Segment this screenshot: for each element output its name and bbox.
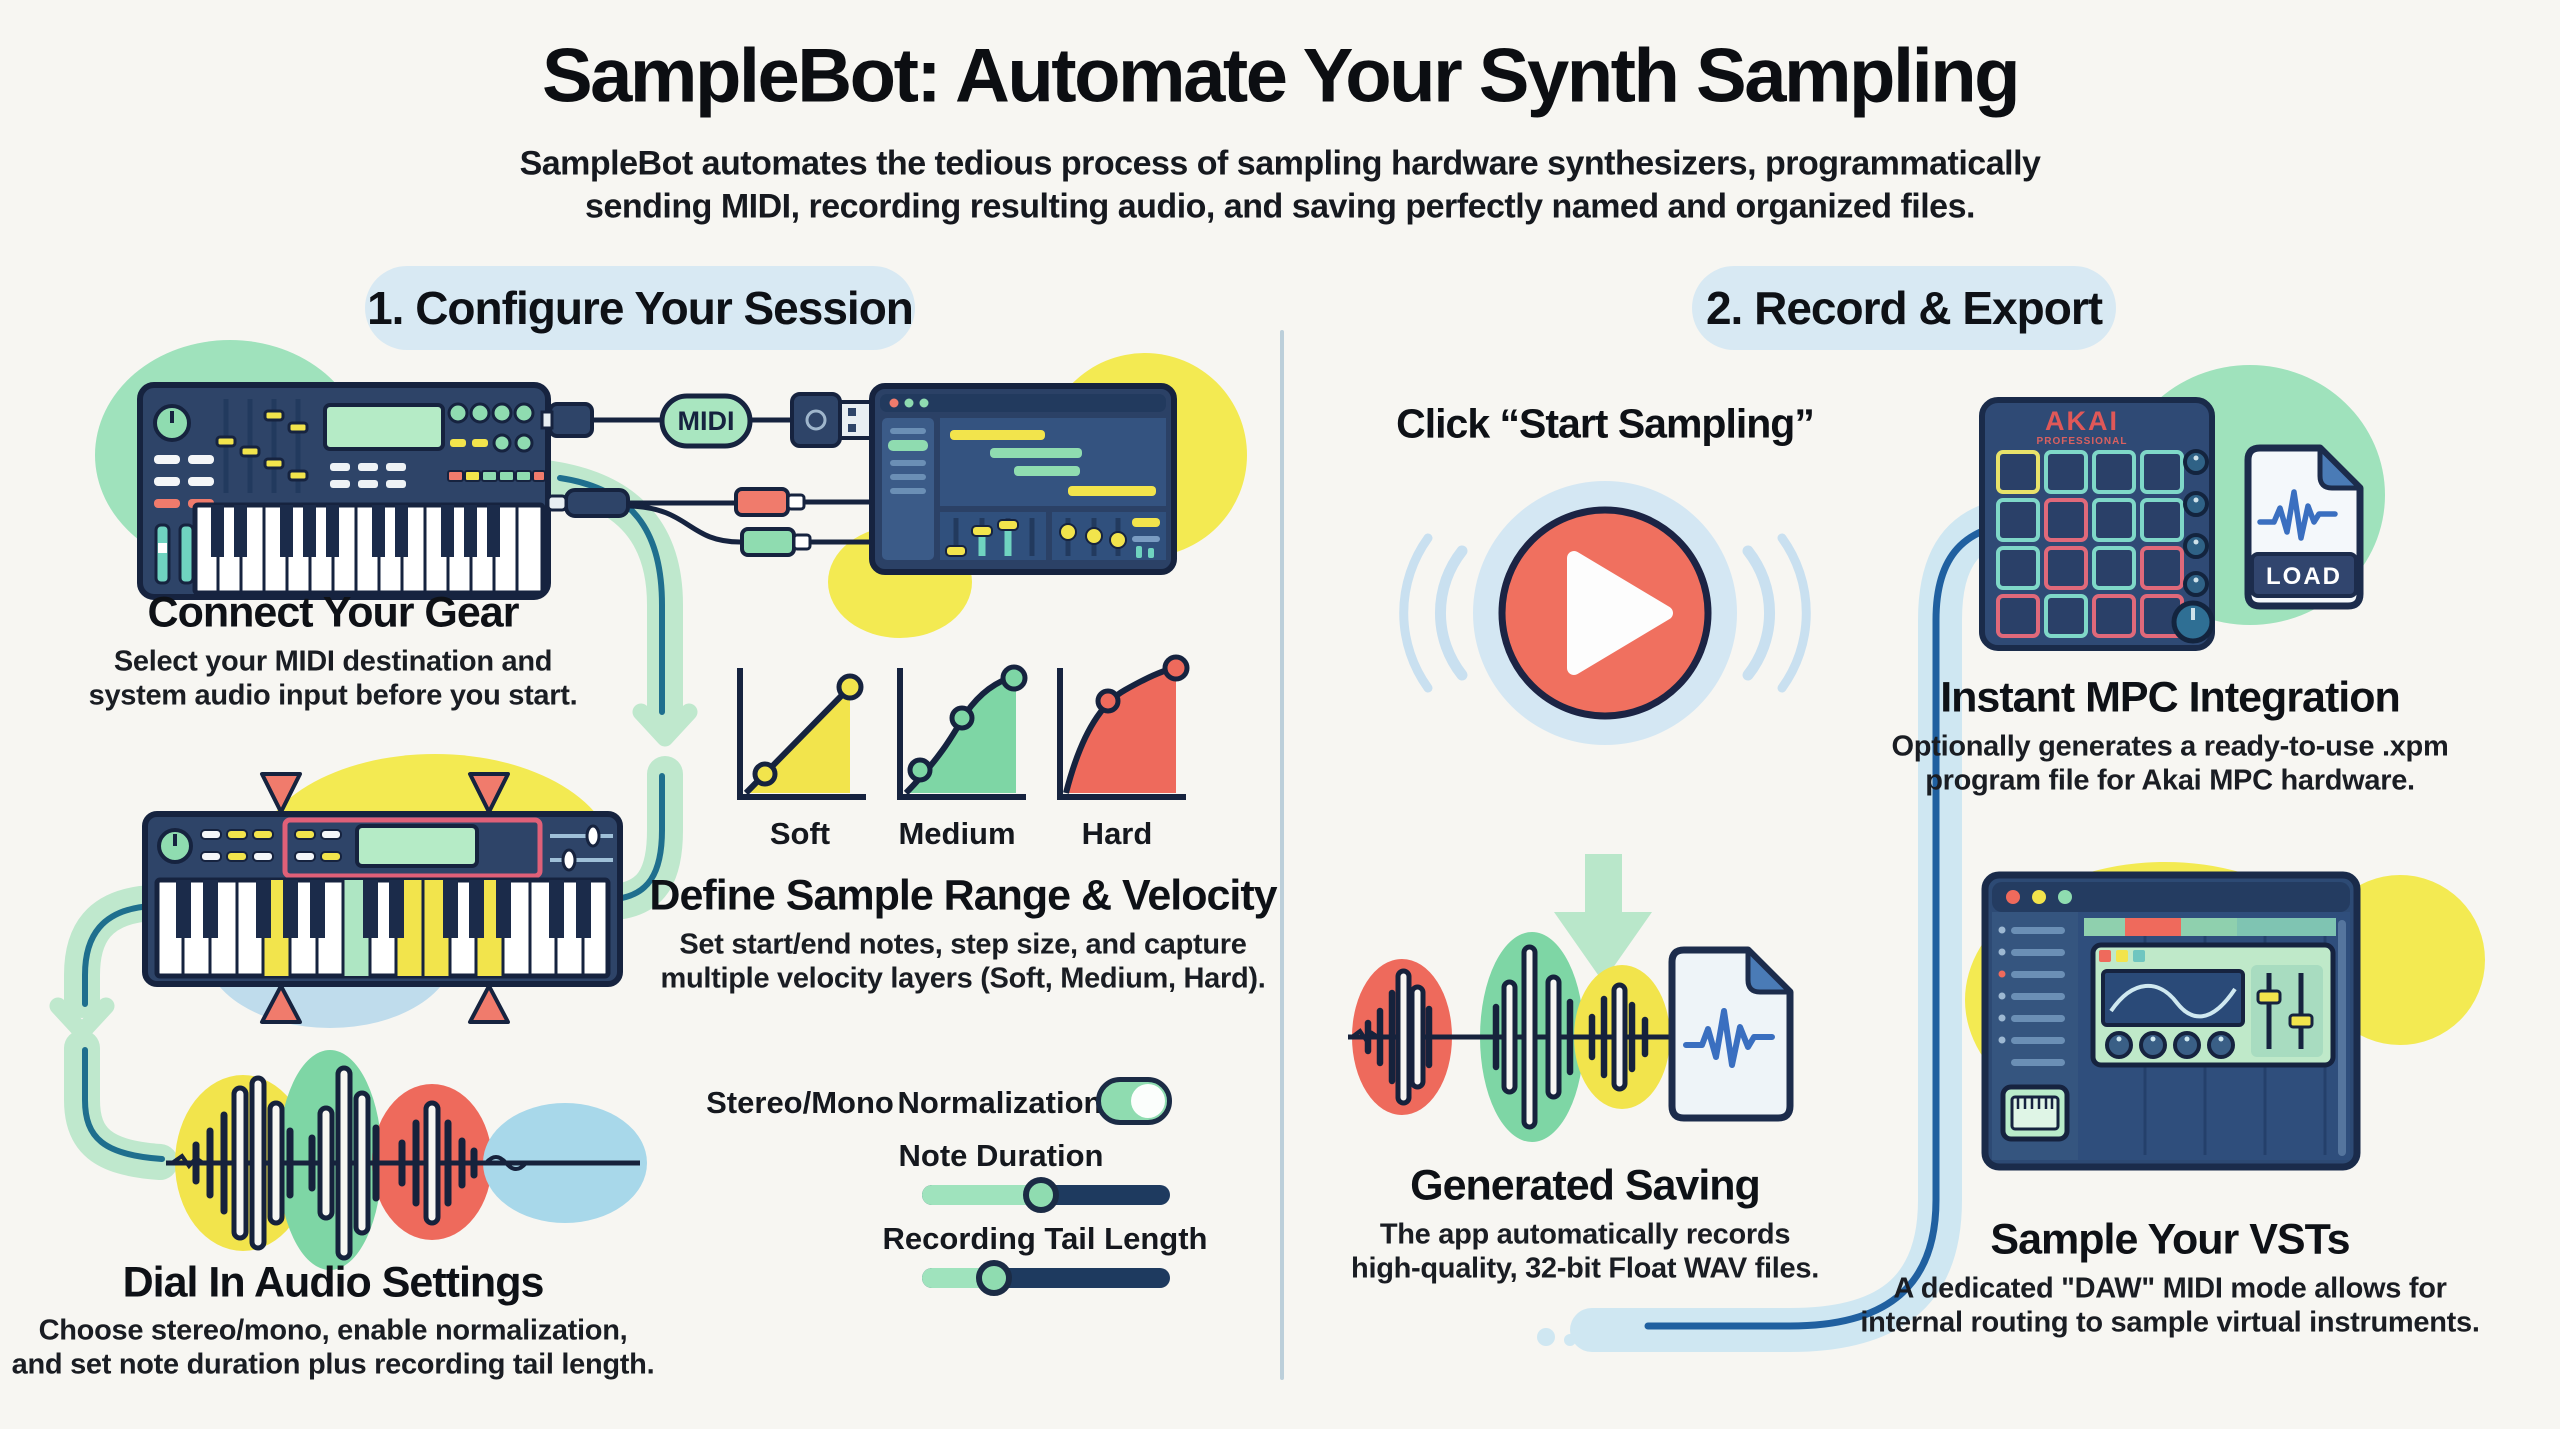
generated-saving-desc-line2: high-quality, 32-bit Float WAV files. — [1351, 1252, 1819, 1285]
velocity-chart-soft — [737, 668, 866, 800]
page-subtitle-line1: SampleBot automates the tedious process … — [519, 144, 2041, 183]
sample-vsts-title: Sample Your VSTs — [1990, 1215, 2350, 1264]
jack-plug-icon — [564, 488, 630, 518]
waveform-illustration — [166, 1050, 647, 1270]
mpc-pads — [1996, 450, 2184, 638]
akai-logo: AKAI — [2045, 406, 2119, 436]
note-duration-slider-thumb[interactable] — [1023, 1177, 1060, 1213]
vst-daw-window-illustration — [1981, 871, 2361, 1171]
audio-settings-desc-line1: Choose stereo/mono, enable normalization… — [38, 1314, 628, 1347]
generated-saving-title: Generated Saving — [1410, 1161, 1761, 1210]
daw-window-illustration — [869, 383, 1177, 575]
mpc-controller-illustration: AKAI PROFESSIONAL — [1979, 397, 2215, 651]
midi-badge — [659, 393, 753, 449]
page-title: SampleBot: Automate Your Synth Sampling — [541, 33, 2021, 119]
connect-gear-desc-line1: Select your MIDI destination and — [113, 645, 553, 678]
generated-saving-desc-line1: The app automatically records — [1379, 1218, 1791, 1251]
stereo-mono-label: Stereo/Mono — [706, 1085, 894, 1120]
slider-fill — [922, 1185, 1042, 1205]
start-sampling-title: Click “Start Sampling” — [1396, 400, 1815, 447]
section-2-label: 2. Record & Export — [1705, 282, 2103, 334]
note-duration-label: Note Duration — [898, 1138, 1104, 1173]
sample-vsts-desc-line2: internal routing to sample virtual instr… — [1860, 1306, 2480, 1339]
synth-keyboard-illustration-2 — [142, 811, 623, 987]
velocity-chart-medium — [897, 664, 1028, 800]
mpc-knobs — [2171, 449, 2215, 644]
start-sampling-button[interactable] — [1399, 481, 1811, 745]
midi-badge-label: MIDI — [678, 406, 735, 436]
connect-gear-desc-line2: system audio input before you start. — [88, 679, 578, 712]
rca-plug-green-icon — [740, 527, 875, 557]
velocity-label-hard: Hard — [1081, 816, 1153, 851]
section-divider — [1280, 330, 1284, 1380]
rca-plug-red-icon — [734, 487, 875, 517]
range-marker-top-left — [260, 772, 510, 814]
mpc-integration-desc-line2: program file for Akai MPC hardware. — [1925, 764, 2415, 797]
velocity-chart-hard — [1057, 654, 1190, 800]
velocity-label-soft: Soft — [769, 816, 831, 851]
audio-settings-title: Dial In Audio Settings — [122, 1258, 545, 1307]
section-1-header: 1. Configure Your Session — [365, 266, 915, 350]
midi-mode-icon — [2000, 1084, 2070, 1142]
play-icon — [1567, 551, 1673, 675]
audio-settings-desc-line2: and set note duration plus recording tai… — [11, 1348, 655, 1381]
page-subtitle-line2: sending MIDI, recording resulting audio,… — [585, 187, 1975, 226]
saving-waveform-illustration — [1348, 932, 1672, 1142]
velocity-label-medium: Medium — [898, 816, 1016, 851]
load-file-icon: LOAD — [2244, 444, 2364, 610]
recording-tail-slider-thumb[interactable] — [975, 1260, 1012, 1296]
mpc-integration-desc-line1: Optionally generates a ready-to-use .xpm — [1891, 730, 2449, 763]
section-1-label: 1. Configure Your Session — [367, 282, 914, 334]
vst-plugin-panel — [2090, 942, 2336, 1068]
sample-range-desc-line1: Set start/end notes, step size, and capt… — [679, 928, 1247, 961]
normalization-toggle[interactable] — [1096, 1077, 1172, 1125]
flow-tube-synth-to-waveform — [49, 885, 178, 1180]
sample-range-title: Define Sample Range & Velocity — [649, 871, 1277, 920]
flow-tube-synth-to-synth — [527, 460, 698, 920]
usb-plug-icon — [790, 392, 874, 448]
akai-logo-sub: PROFESSIONAL — [2037, 436, 2128, 447]
synth-keyboard-illustration-1 — [137, 382, 551, 600]
audio-cables — [546, 487, 875, 557]
recording-tail-slider[interactable] — [922, 1260, 1170, 1296]
wav-file-icon — [1668, 946, 1794, 1122]
mpc-integration-title: Instant MPC Integration — [1940, 673, 2401, 722]
sample-vsts-desc-line1: A dedicated "DAW" MIDI mode allows for — [1893, 1272, 2447, 1305]
load-file-label: LOAD — [2266, 563, 2342, 590]
midi-plug-icon — [548, 402, 594, 438]
midi-cable: MIDI — [540, 392, 874, 449]
range-marker-bottom — [260, 984, 510, 1024]
sample-range-bracket — [282, 817, 543, 879]
recording-tail-label: Recording Tail Length — [882, 1221, 1208, 1256]
note-duration-slider[interactable] — [922, 1177, 1170, 1213]
sample-range-desc-line2: multiple velocity layers (Soft, Medium, … — [660, 962, 1266, 995]
connect-gear-title: Connect Your Gear — [147, 588, 520, 637]
toggle-knob — [1131, 1084, 1165, 1118]
down-arrow-icon — [1554, 854, 1652, 982]
normalization-label: Normalization — [897, 1085, 1103, 1120]
section-2-header: 2. Record & Export — [1692, 266, 2116, 350]
